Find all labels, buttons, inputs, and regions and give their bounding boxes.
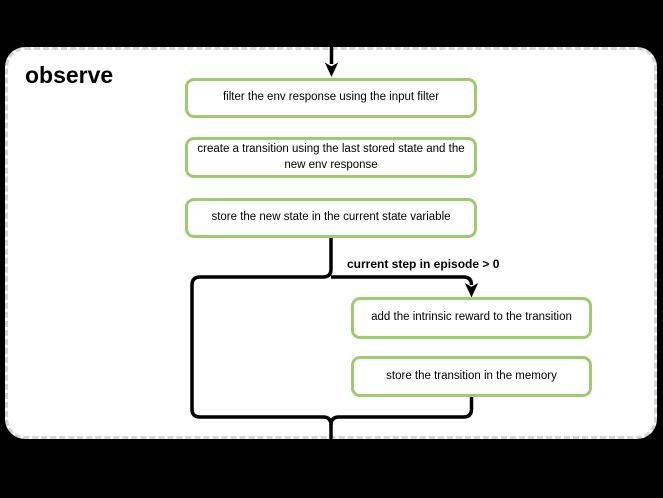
node-create-transition: create a transition using the last store… [185,137,477,178]
node-store-new-state: store the new state in the current state… [185,198,477,238]
node-store-transition: store the transition in the memory [351,356,592,397]
node-filter-env-response: filter the env response using the input … [185,78,477,118]
group-title: observe [25,62,114,88]
condition-label: current step in episode > 0 [347,257,500,271]
node-add-intrinsic-reward: add the intrinsic reward to the transiti… [351,297,592,339]
